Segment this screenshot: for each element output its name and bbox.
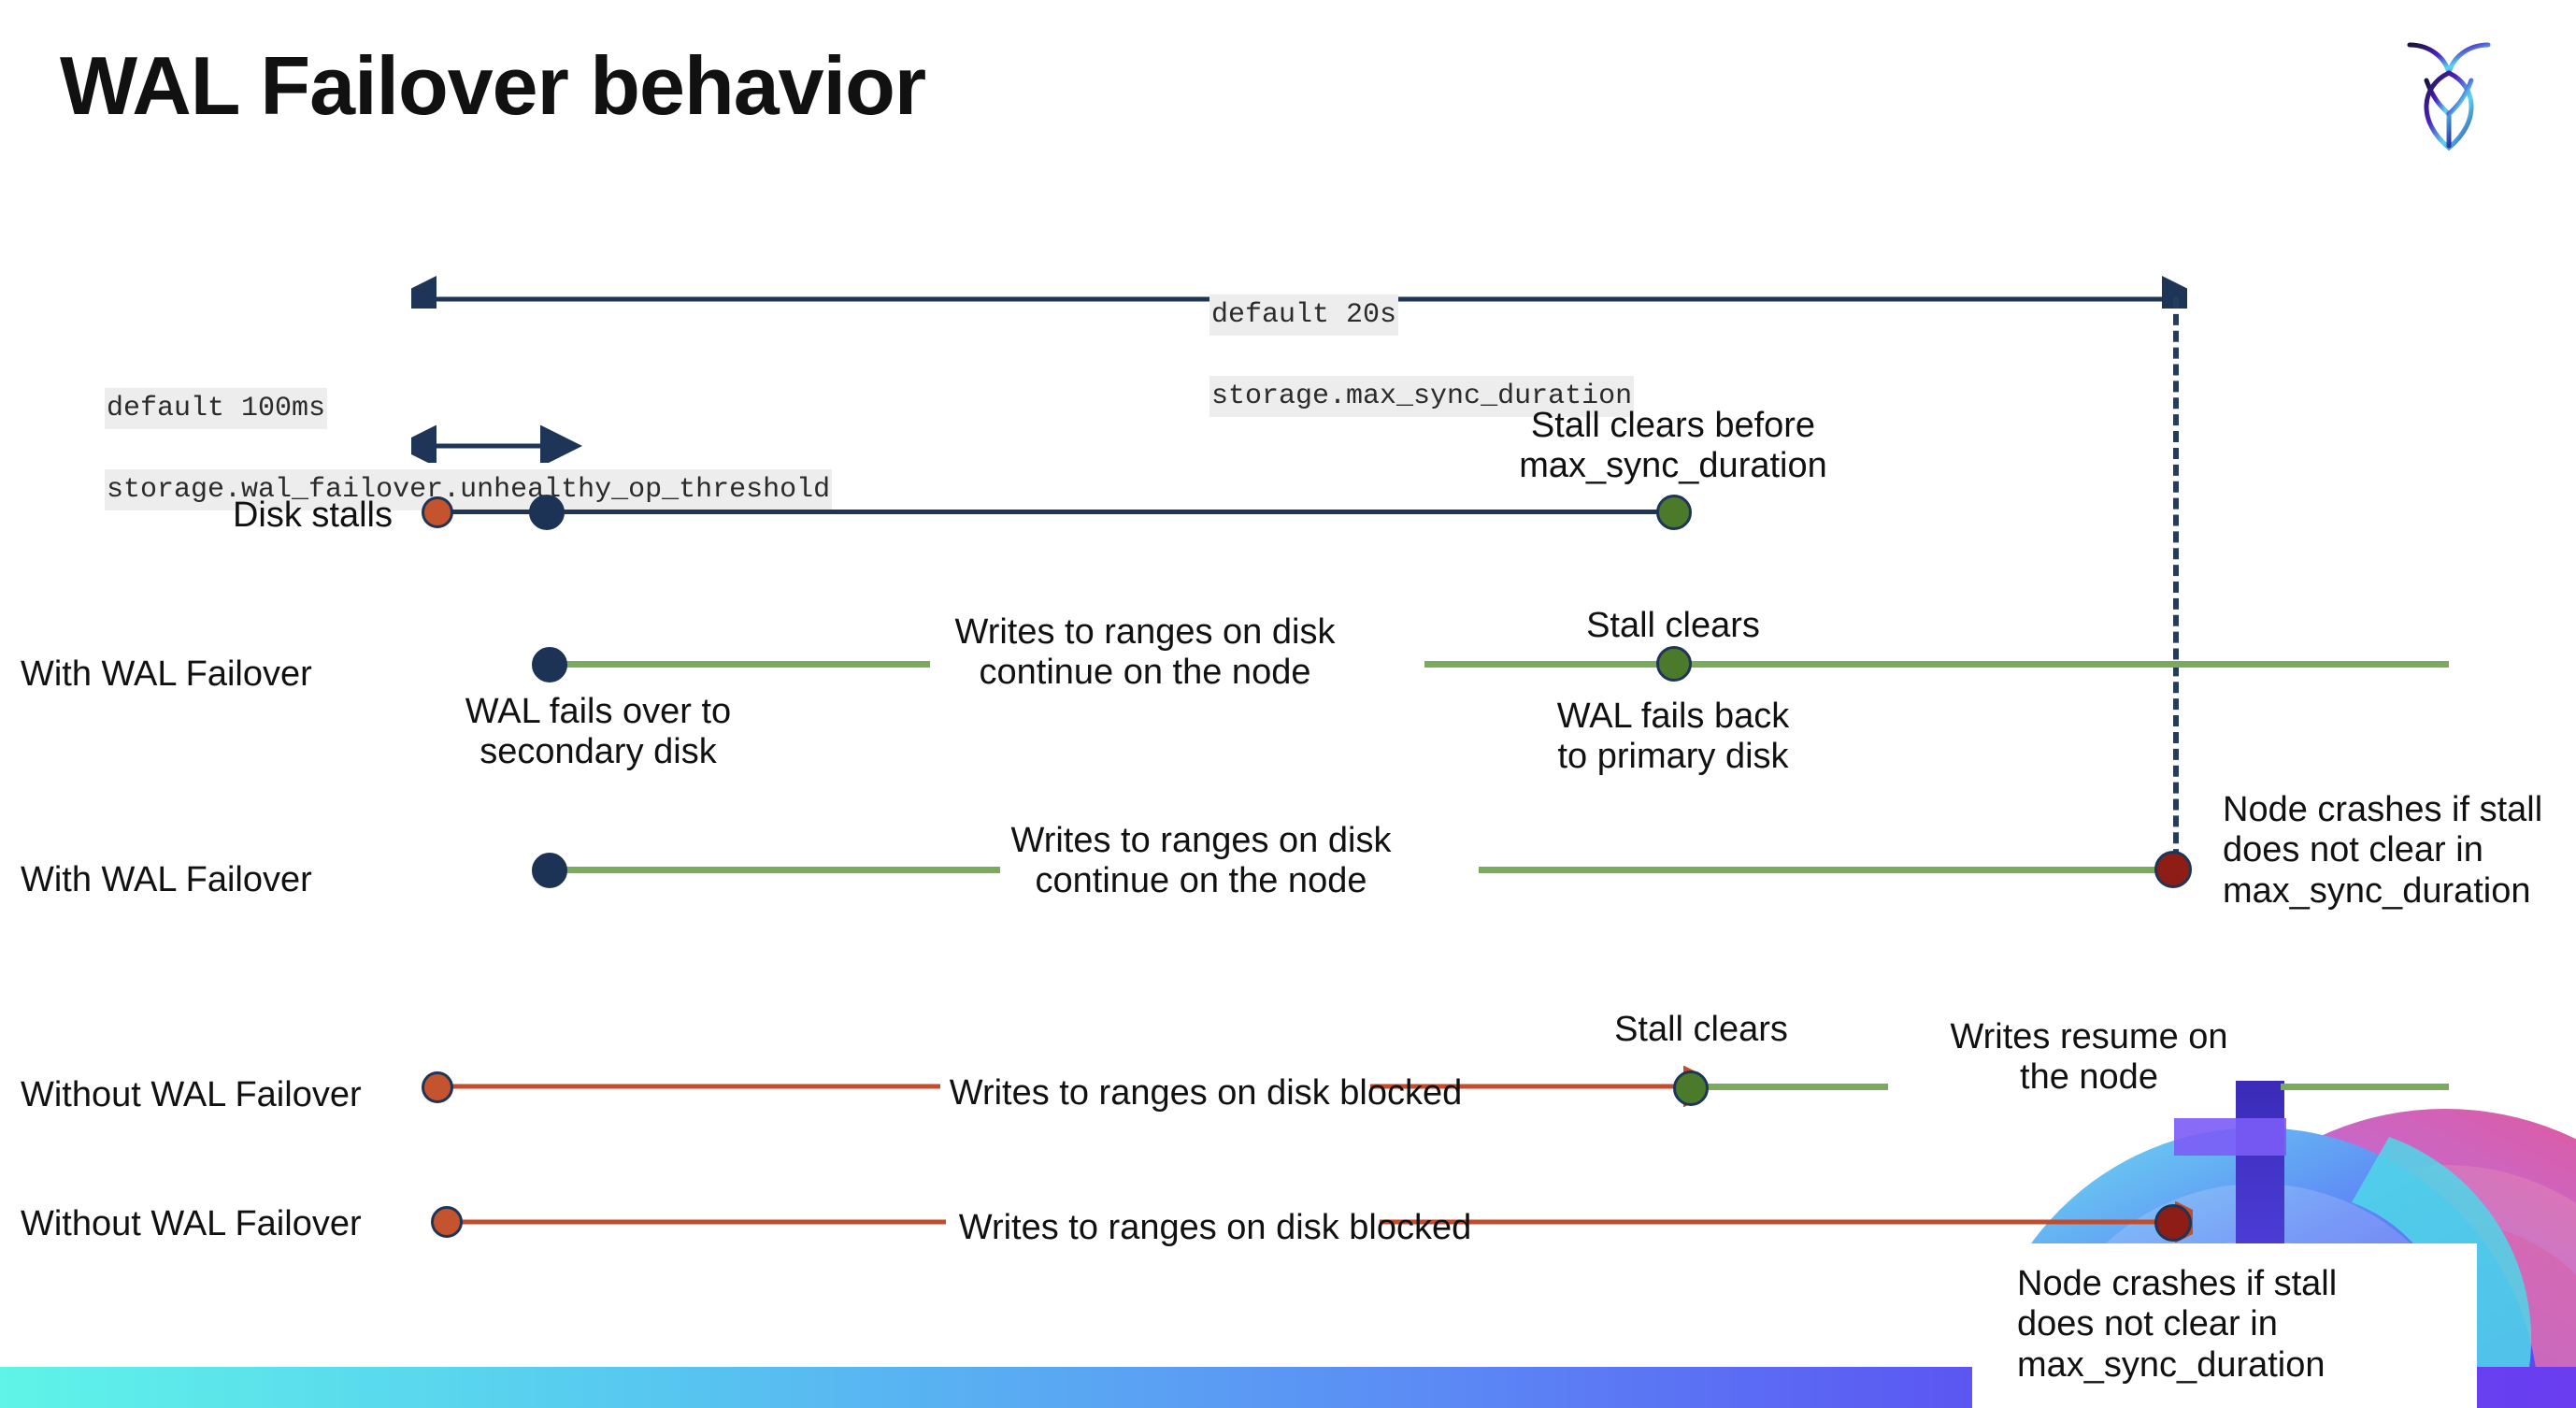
without-failover-resume-seg-1	[1699, 1084, 1888, 1090]
max-sync-deadline-dashed-line	[2173, 297, 2179, 877]
dot-stall-start	[422, 496, 453, 528]
note-writes-continue-1: Writes to ranges on disk continue on the…	[954, 612, 1336, 693]
dot-failover-trigger	[529, 495, 565, 530]
wal-failover-seg-right	[1424, 661, 2449, 668]
dot-wal-failover-start	[532, 647, 567, 682]
dot-stall-start-no-failover-1	[422, 1071, 453, 1103]
note-writes-continue-2: Writes to ranges on disk continue on the…	[1010, 821, 1392, 901]
cockroachdb-logo-icon	[2407, 42, 2491, 151]
dot-stall-clears-failover	[1656, 646, 1692, 682]
dot-stall-clears-no-failover	[1673, 1070, 1709, 1106]
page-title: WAL Failover behavior	[60, 39, 926, 132]
row-label-disk-stalls: Disk stalls	[232, 496, 393, 535]
note-wal-fails-back: WAL fails back to primary disk	[1556, 697, 1790, 777]
without-failover-blocked-arrow-2	[449, 1201, 2193, 1243]
unhealthy-op-threshold-span-arrow	[411, 425, 582, 463]
note-stall-clears-2: Stall clears	[1614, 1010, 1788, 1049]
note-node-crashes-2: Node crashes if stall does not clear in …	[2017, 1264, 2338, 1385]
wal-failover-seg-left	[551, 661, 930, 668]
note-writes-blocked-1: Writes to ranges on disk blocked	[949, 1073, 1463, 1113]
note-writes-blocked-2: Writes to ranges on disk blocked	[958, 1208, 1472, 1247]
dot-stall-clears-disk	[1656, 495, 1692, 530]
node-crash-callout-box	[1972, 1243, 2477, 1408]
note-stall-clears-1: Stall clears	[1586, 606, 1760, 645]
wal-failover-crash-seg-right	[1479, 867, 2170, 873]
note-stall-clears-before-max-sync: Stall clears before max_sync_duration	[1519, 406, 1827, 486]
max-sync-duration-annotation: default 20s storage.max_sync_duration	[1142, 254, 1635, 457]
max-sync-setting-label: storage.max_sync_duration	[1209, 375, 1635, 418]
dot-stall-start-no-failover-2	[431, 1206, 463, 1238]
disk-stalls-timeline	[436, 510, 1679, 514]
dot-node-crash-2	[2154, 1204, 2192, 1242]
note-writes-resume: Writes resume on the node	[1950, 1017, 2228, 1098]
wal-failover-crash-seg-left	[551, 867, 1000, 873]
dot-wal-failover-start-2	[532, 853, 567, 888]
unhealthy-default-label: default 100ms	[105, 387, 328, 430]
row-label-without-wal-failover-2: Without WAL Failover	[21, 1204, 362, 1243]
dot-node-crash-1	[2154, 851, 2192, 888]
row-label-without-wal-failover-1: Without WAL Failover	[21, 1075, 362, 1114]
unhealthy-op-threshold-annotation: default 100ms storage.wal_failover.unhea…	[37, 348, 833, 551]
note-wal-fails-over: WAL fails over to secondary disk	[465, 692, 732, 772]
without-failover-blocked-arrow-1	[443, 1066, 1697, 1107]
max-sync-default-label: default 20s	[1209, 294, 1399, 337]
row-label-with-wal-failover-2: With WAL Failover	[21, 860, 312, 899]
unhealthy-setting-label: storage.wal_failover.unhealthy_op_thresh…	[105, 468, 833, 511]
without-failover-resume-seg-2	[2281, 1084, 2449, 1090]
row-label-with-wal-failover-1: With WAL Failover	[21, 654, 312, 694]
note-node-crashes-1: Node crashes if stall does not clear in …	[2223, 790, 2543, 911]
